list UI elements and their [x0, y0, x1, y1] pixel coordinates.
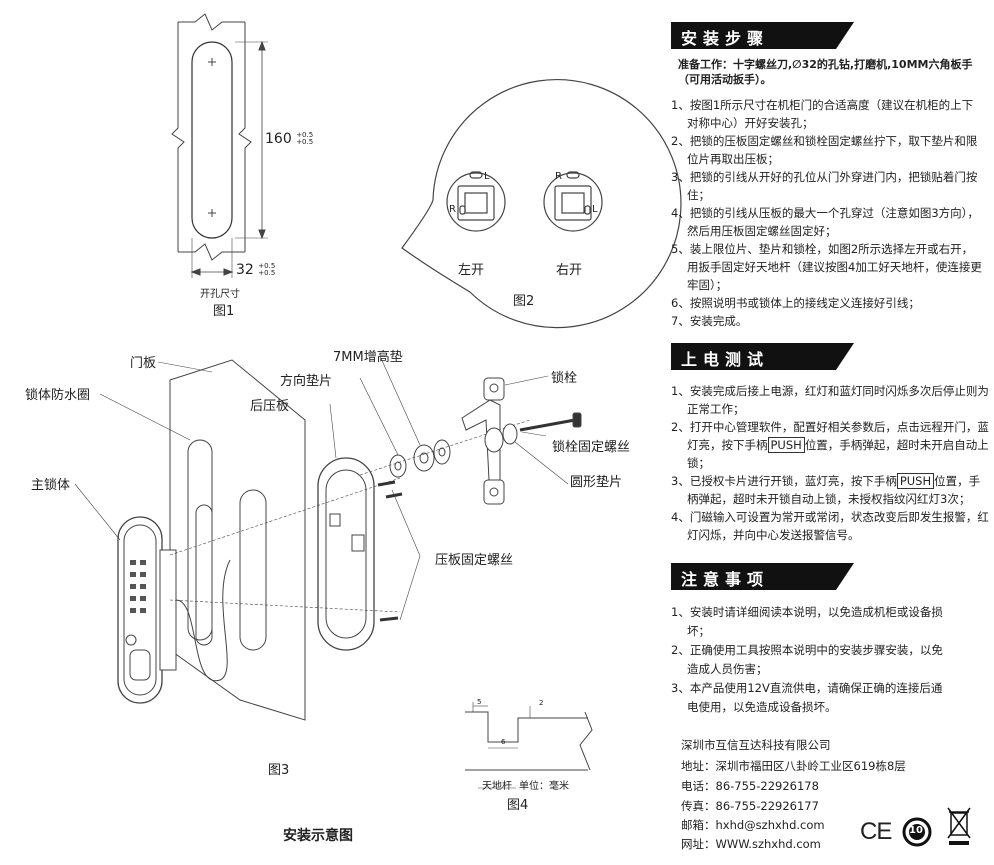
fig2-mark-l-right: L [592, 204, 598, 215]
notes-heading: 注意事项 [671, 563, 854, 590]
power-heading: 上电测试 [671, 343, 854, 370]
list-item: 1、安装完成后接上电源，红灯和蓝灯同时闪烁多次后停止则为正常工作； [671, 384, 989, 416]
label-plate-screw: 压板固定螺丝 [435, 553, 514, 568]
list-item: 3、把锁的引线从开好的孔位从门外穿进门内，把锁贴着门按住； [671, 170, 978, 202]
fig1-hole-label: 开孔尺寸 [200, 289, 240, 300]
fig2-right-label: 右开 [556, 263, 583, 278]
install-prep: 准备工作：十字螺丝刀,∅32的孔钻,打磨机,10MM六角板手（可用活动扳手）。 [678, 58, 973, 86]
power-steps: 1、安装完成后接上电源，红灯和蓝灯同时闪烁多次后停止则为正常工作； 2、打开中心… [671, 382, 991, 544]
fig3-title: 安装示意图 [283, 828, 353, 844]
company-email: 邮箱：hxhd@szhxhd.com [681, 818, 825, 832]
fig2-caption: 图2 [513, 294, 535, 309]
list-item: 6、按照说明书或锁体上的接线定义连接好引线； [671, 296, 920, 310]
label-door-panel: 门板 [130, 356, 157, 371]
fig4-unit-label: 单位：毫米 [519, 781, 569, 792]
push-label: PUSH [767, 437, 805, 453]
company-address: 地址：深圳市福田区八卦岭工业区619栋8层 [681, 759, 906, 773]
label-round-washer: 圆形垫片 [570, 475, 623, 490]
list-item: 1、安装时请详细阅读本说明，以免造成机柜或设备损坏； [671, 605, 943, 638]
install-heading: 安装步骤 [671, 22, 854, 49]
label-direction-pad: 方向垫片 [280, 374, 333, 389]
company-phone: 电话：86-755-22926178 [681, 779, 819, 793]
label-rear-plate: 后压板 [250, 399, 290, 414]
label-spacer: 7MM增高垫 [333, 350, 403, 365]
fig3-drawing [74, 355, 582, 721]
company-name: 深圳市互信互达科技有限公司 [681, 738, 831, 752]
fig4-part-label: 天地杆 [482, 781, 512, 792]
list-item: 4、把锁的引线从压板的最大一个孔穿过（注意如图3方向），然后用压板固定螺丝固定好… [671, 206, 979, 238]
notes-list: 1、安装时请详细阅读本说明，以免造成机柜或设备损坏； 2、正确使用工具按照本说明… [671, 603, 946, 717]
fig4-drawing [465, 702, 593, 789]
list-item: 2、把锁的压板固定螺丝和锁栓固定螺丝拧下，取下垫片和限位片再取出压板； [671, 134, 978, 166]
fig1-width-dim: 32 +0.5 +0.5 [236, 262, 276, 278]
fig2-mark-r: R [555, 171, 562, 182]
fig2-mark-r-left: R [449, 204, 456, 215]
fig2-drawing [401, 79, 682, 329]
label-bolt: 锁栓 [551, 371, 578, 386]
install-steps: 1、按图1所示尺寸在机柜门的合适高度（建议在机柜的上下对称中心）开好安装孔； 2… [671, 96, 983, 330]
company-website: 网址：WWW.szhxhd.com [681, 837, 821, 851]
fig1-drawing [171, 13, 268, 278]
list-item: 3、本产品使用12V直流供电，请确保正确的连接后通电使用，以免造成设备损坏。 [671, 681, 943, 714]
fig1-length-dim: 160 +0.5 +0.5 [265, 131, 314, 147]
list-item: 2、正确使用工具按照本说明中的安装步骤安装，以免造成人员伤害； [671, 643, 943, 676]
ce-mark-icon: CE [860, 818, 892, 845]
fig4-dim-b: 2 [539, 699, 544, 707]
push-label: PUSH [896, 473, 935, 489]
fig3-caption: 图3 [268, 763, 290, 778]
list-item: 4、门磁输入可设置为常开或常闭，状态改变后即发生报警，红灯闪烁，并向中心发送报警… [671, 510, 989, 542]
fig4-dim-a: 5 [477, 698, 482, 706]
fig1-caption: 图1 [213, 304, 235, 319]
label-waterproof-ring: 锁体防水圈 [25, 388, 91, 403]
list-item: 7、安装完成。 [671, 314, 748, 328]
rohs-10-icon: 10 [902, 817, 932, 847]
company-fax: 传真：86-755-22926177 [681, 799, 819, 813]
list-item: 1、按图1所示尺寸在机柜门的合适高度（建议在机柜的上下对称中心）开好安装孔； [671, 98, 974, 130]
fig4-dim-c: 6 [501, 738, 506, 746]
fig4-caption: 图4 [507, 798, 529, 813]
fig2-mark-l: L [484, 171, 490, 182]
label-main-body: 主锁体 [31, 478, 71, 493]
label-bolt-screw: 锁栓固定螺丝 [552, 440, 631, 455]
weee-bin-icon [946, 805, 972, 851]
fig2-left-label: 左开 [458, 263, 485, 278]
list-item: 5、装上限位片、垫片和锁栓，如图2所示选择左开或右开，用扳手固定好天地杆（建议按… [671, 242, 982, 292]
